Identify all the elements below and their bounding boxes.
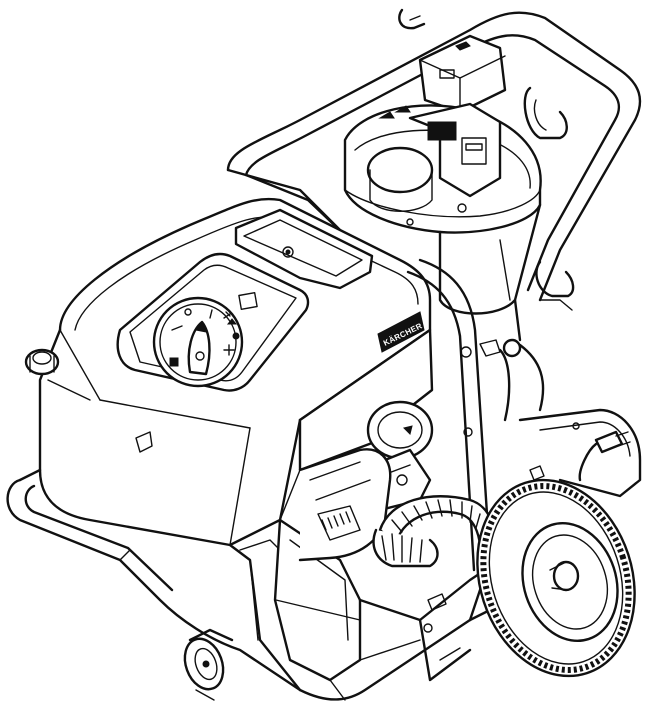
outlet-fitting[interactable] — [578, 430, 631, 482]
burner-symbol-icon — [223, 311, 231, 319]
rear-wheel — [476, 478, 636, 678]
bottom-frame-lines — [249, 559, 461, 661]
off-symbol-icon — [184, 308, 192, 316]
vertical-frame-tube — [406, 258, 492, 622]
fill-cap[interactable] — [24, 348, 60, 376]
cable-hook-top — [398, 8, 426, 30]
burner-cylinder — [438, 203, 542, 342]
main-switch-dial[interactable] — [152, 296, 244, 388]
front-caster-wheel — [183, 628, 234, 701]
front-frame — [6, 468, 472, 701]
tick-mark-icon — [171, 325, 183, 331]
dot-symbol-icon — [232, 332, 240, 340]
flexible-hose — [372, 495, 496, 568]
hose-hook-upper — [523, 86, 568, 140]
hose-hook-lower — [535, 260, 575, 298]
connection-pipes — [423, 338, 545, 633]
steam-symbol-icon — [226, 318, 238, 325]
burner-housing — [343, 102, 542, 234]
cross-symbol-icon — [223, 344, 235, 356]
hood-latch[interactable] — [135, 431, 153, 453]
fuel-tank — [418, 34, 507, 114]
stop-symbol-icon — [169, 357, 179, 367]
coil-belt — [317, 505, 361, 541]
on-mark-icon — [209, 309, 213, 319]
rear-handle-frame — [226, 11, 642, 311]
